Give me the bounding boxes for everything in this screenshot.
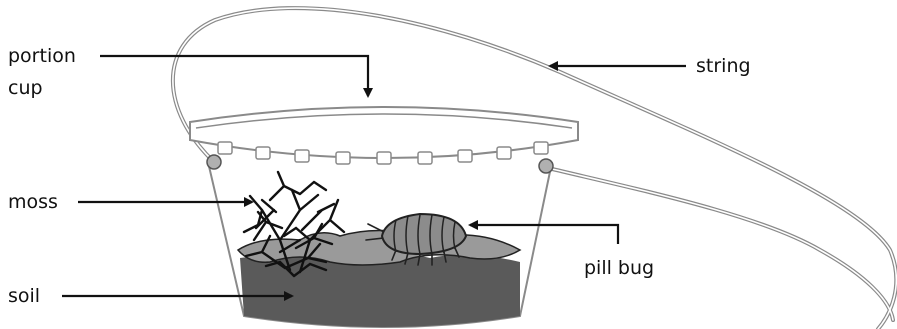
portion-cup-arrow	[100, 56, 368, 96]
moss-label: moss	[8, 191, 58, 213]
string-label: string	[696, 55, 751, 77]
pill-bug-label: pill bug	[584, 257, 654, 279]
portion-cup-label-line2: cup	[8, 77, 43, 99]
soil-icon	[238, 230, 520, 327]
soil-label: soil	[8, 285, 40, 307]
portion-cup-label-line1: portion	[8, 45, 76, 67]
